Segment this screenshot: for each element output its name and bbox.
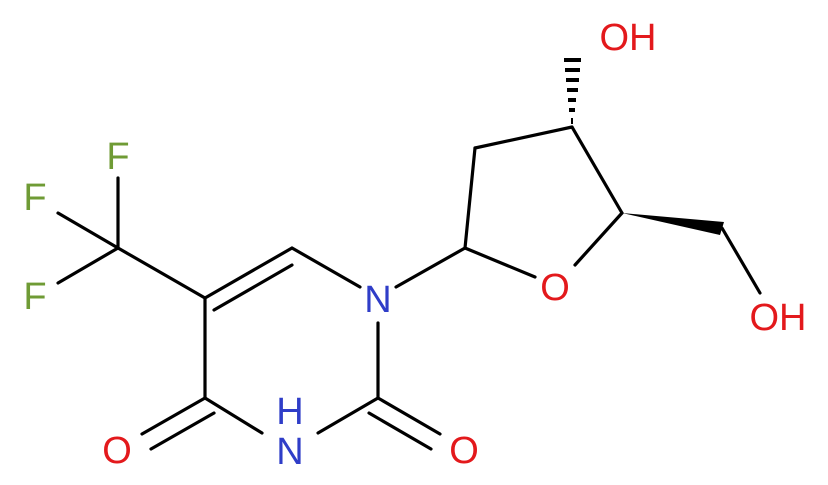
bond-c1prime-c2prime bbox=[463, 146, 477, 250]
bond-c5-cf3 bbox=[116, 246, 207, 300]
bond-oring-c1prime bbox=[463, 246, 537, 279]
atom-o4: O bbox=[102, 430, 132, 472]
atom-n3: H N bbox=[276, 391, 303, 473]
atom-f2: F bbox=[23, 177, 46, 219]
bond-c6-n1 bbox=[290, 246, 362, 289]
bond-c5-c6-double bbox=[212, 263, 294, 312]
atom-f1: F bbox=[106, 136, 129, 178]
bond-c5prime-o5prime bbox=[720, 226, 762, 295]
bond-c3prime-c4prime bbox=[570, 125, 624, 215]
bond-c2-n3 bbox=[316, 396, 380, 435]
atom-oh-top: OH bbox=[600, 17, 657, 59]
bond-c-f3 bbox=[56, 246, 120, 285]
atom-f3: F bbox=[23, 276, 46, 318]
atom-n1: N bbox=[364, 279, 391, 321]
wedge-c4prime-c5prime bbox=[622, 213, 724, 235]
cf3-group bbox=[56, 176, 207, 300]
sugar-ring bbox=[394, 125, 762, 295]
atom-n3-h: H bbox=[276, 391, 303, 433]
bond-c-f2 bbox=[56, 211, 120, 250]
atom-o2: O bbox=[449, 430, 479, 472]
bond-n1-c1prime bbox=[394, 246, 467, 289]
bond-c2prime-c3prime bbox=[473, 125, 574, 150]
atom-o-ring: O bbox=[540, 267, 570, 309]
bond-c5-c6 bbox=[203, 246, 294, 300]
bond-c4-o4-b bbox=[149, 411, 216, 451]
atom-n3-n: N bbox=[276, 431, 303, 473]
bond-c2-o2-a bbox=[376, 396, 442, 436]
bond-c4prime-oring bbox=[573, 211, 624, 267]
bond-c2-o2-b bbox=[367, 411, 433, 451]
atom-oh-right: OH bbox=[750, 297, 807, 339]
bond-n3-c4 bbox=[203, 396, 264, 435]
hash-c3prime-o3prime bbox=[564, 58, 581, 124]
pyrimidine-ring bbox=[140, 246, 442, 451]
bond-c4-o4-a bbox=[140, 396, 207, 436]
